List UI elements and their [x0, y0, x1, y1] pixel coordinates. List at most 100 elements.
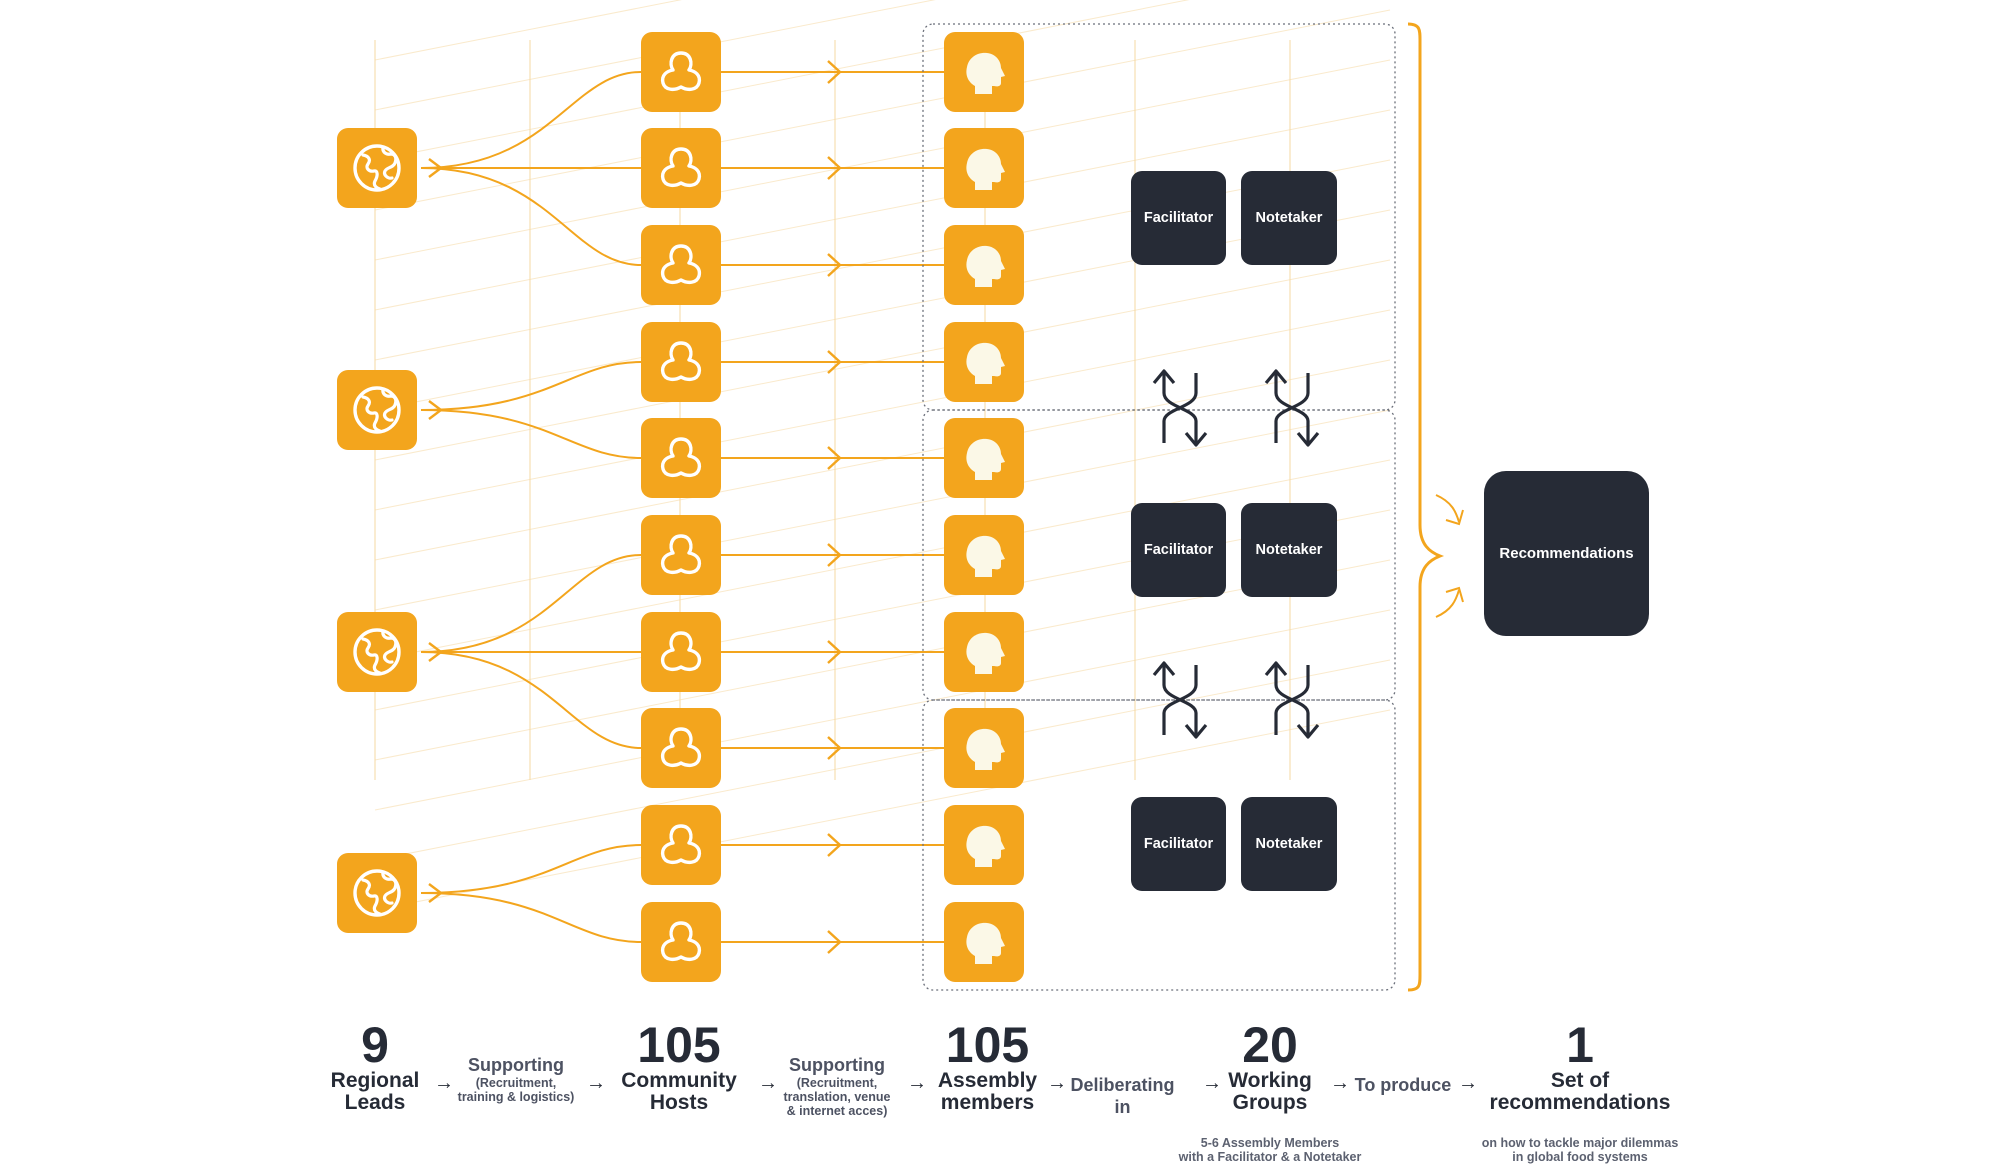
regional-tile: [337, 853, 417, 933]
stage-note-line: 5-6 Assembly Members: [1200, 1136, 1340, 1150]
working-group-frames: [922, 23, 1396, 991]
facilitator-box: Facilitator: [1131, 171, 1226, 265]
arrow-head: [827, 350, 842, 374]
regional-tile: [337, 612, 417, 692]
stage-note-line: in global food systems: [1512, 1150, 1648, 1164]
arrow-icon: →: [1458, 1072, 1478, 1094]
stage-regional-leads: 9 Regional Leads: [305, 1020, 445, 1114]
grid-line: [374, 709, 1391, 911]
connector-curve: [420, 361, 642, 411]
connector-curve: [420, 844, 642, 894]
stage-label-line: Leads: [344, 1091, 406, 1114]
stage-note-line: on how to tackle major dilemmas: [1481, 1136, 1679, 1150]
regional-tile: [337, 128, 417, 208]
recommendations-box: Recommendations: [1484, 471, 1649, 636]
stage-label-line: Community: [621, 1069, 737, 1092]
crossing-arrows-icon: [1152, 369, 1208, 447]
host-tile: [641, 322, 721, 402]
connector-title: To produce: [1354, 1075, 1452, 1095]
connector-curve: [420, 409, 642, 459]
connector-produce: To produce: [1348, 1074, 1458, 1096]
grid-line: [374, 459, 1391, 661]
grid-line: [374, 259, 1391, 461]
host-tile: [641, 805, 721, 885]
arrow-icon: →: [434, 1072, 454, 1094]
arrow-head: [428, 158, 443, 178]
stage-recommendations: 1 Set of recommendations on how to tackl…: [1460, 1020, 1700, 1164]
arrow-head: [827, 930, 842, 954]
grid-line: [374, 359, 1391, 561]
stage-label-line: Assembly: [937, 1069, 1038, 1092]
arrow-head: [428, 400, 443, 420]
stage-note-line: with a Facilitator & a Notetaker: [1178, 1150, 1362, 1164]
stage-label-line: Groups: [1232, 1091, 1308, 1114]
connector-sub-line: (Recruitment,: [796, 1076, 878, 1090]
connector-curve: [420, 892, 642, 943]
arrow-icon: →: [1047, 1072, 1067, 1094]
stage-number: 105: [945, 1017, 1030, 1073]
connector-sub-line: & internet acces): [786, 1104, 888, 1118]
stage-label-line: Regional: [330, 1069, 420, 1092]
grid-line: [374, 209, 1391, 411]
stage-number: 105: [637, 1017, 721, 1073]
connector-curve: [420, 71, 642, 169]
connector-curve: [420, 554, 642, 653]
working-group-frame: [922, 699, 1396, 991]
crossing-arrows-icon: [1264, 369, 1320, 447]
grid-line: [374, 559, 1391, 761]
stage-assembly-members: 105 Assembly members: [910, 1020, 1065, 1114]
grid-line: [374, 0, 683, 61]
notetaker-box: Notetaker: [1241, 171, 1337, 265]
grid-line: [374, 159, 1391, 361]
connector-supporting-hosts: Supporting (Recruitment, translation, ve…: [776, 1054, 898, 1118]
connector-supporting-leads: Supporting (Recruitment, training & logi…: [450, 1054, 582, 1104]
host-tile: [641, 225, 721, 305]
arrow-icon: →: [1330, 1072, 1350, 1094]
arrow-head: [827, 543, 842, 567]
working-group-frame: [922, 409, 1396, 701]
arrow-head: [827, 833, 842, 857]
host-tile: [641, 128, 721, 208]
connector-lines: [420, 22, 1464, 992]
notetaker-box: Notetaker: [1241, 797, 1337, 891]
grid-line: [374, 0, 936, 111]
bracket-arrow: [1435, 494, 1460, 523]
arrow-head: [827, 60, 842, 84]
grid-line: [374, 59, 1391, 261]
host-tile: [641, 418, 721, 498]
arrow-head: [428, 883, 443, 903]
arrow-icon: →: [758, 1072, 778, 1094]
grid-line: [374, 409, 1391, 611]
stage-label-line: Working: [1228, 1069, 1312, 1092]
facilitator-box: Facilitator: [1131, 797, 1226, 891]
connector-title: Deliberating in: [1070, 1075, 1175, 1117]
stage-label-line: recommendations: [1489, 1091, 1671, 1114]
facilitator-box: Facilitator: [1131, 503, 1226, 597]
bracket-arrow: [1435, 589, 1460, 618]
stage-number: 1: [1566, 1017, 1594, 1073]
connector-title: Supporting: [789, 1055, 885, 1075]
host-tile: [641, 708, 721, 788]
grid-line: [374, 109, 1391, 311]
connector-sub-line: training & logistics): [457, 1090, 575, 1104]
grid-line: [374, 309, 1391, 511]
stage-label-line: Hosts: [649, 1091, 709, 1114]
bracket: [1407, 22, 1445, 992]
arrow-icon: →: [907, 1072, 927, 1094]
arrow-icon: →: [1202, 1072, 1222, 1094]
background-grid: [374, 0, 1391, 911]
arrow-icon: →: [586, 1072, 606, 1094]
arrow-head: [827, 736, 842, 760]
connector-curve: [420, 651, 642, 749]
arrow-head: [1445, 586, 1464, 603]
grid-line: [374, 9, 1391, 211]
notetaker-box: Notetaker: [1241, 503, 1337, 597]
arrow-head: [827, 640, 842, 664]
arrow-head: [827, 156, 842, 180]
arrow-head: [1445, 509, 1464, 526]
connector-deliberating: Deliberating in: [1065, 1074, 1180, 1118]
arrow-head: [827, 253, 842, 277]
stage-label-line: Set of: [1550, 1069, 1610, 1092]
connector-sub-line: translation, venue: [783, 1090, 891, 1104]
nodes: [337, 32, 1320, 982]
